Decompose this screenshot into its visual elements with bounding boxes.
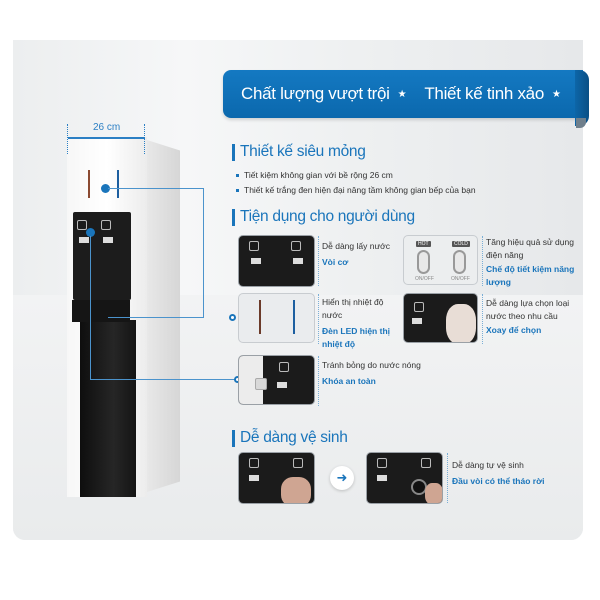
drip-tray	[72, 300, 130, 322]
energy-switch-image: HOT COLD ON/OFF ON/OFF	[403, 235, 478, 285]
slim-bullet-list: Tiết kiệm không gian với bề rộng 26 cm T…	[236, 168, 476, 198]
button-icon	[421, 458, 431, 468]
dispenser-control-panel	[73, 212, 131, 300]
feature-rotate-select: Dễ dàng lựa chọn loại nước theo nhu cầu …	[486, 298, 570, 335]
star-icon: ★	[397, 88, 407, 100]
arrow-right-icon: ➜	[330, 466, 354, 490]
tap-icon	[277, 382, 287, 388]
divider	[318, 356, 319, 406]
hot-button-icon	[249, 241, 259, 251]
lock-button-icon	[279, 362, 289, 372]
feature-safety-lock: Tránh bỏng do nước nóng Khóa an toàn	[322, 360, 421, 386]
rotate-select-image	[403, 293, 478, 343]
dispenser-front-panel	[80, 320, 136, 497]
lock-icon	[255, 378, 267, 390]
banner-item-design: Thiết kế tinh xảo	[424, 84, 544, 103]
section-bar	[232, 429, 235, 447]
width-dimension-arrow	[68, 137, 145, 139]
cold-button-icon	[291, 241, 301, 251]
divider	[482, 294, 483, 344]
button-icon	[249, 458, 259, 468]
star-icon: ★	[551, 88, 561, 100]
hand-icon	[446, 304, 476, 342]
feature-tap: Dễ dàng lấy nước Vòi cơ	[322, 241, 390, 267]
dispenser-side	[147, 140, 180, 492]
tap-icon	[249, 475, 259, 481]
banner-ribbon-curl	[575, 70, 589, 126]
cleaning-before-image	[238, 452, 315, 504]
button-icon	[414, 302, 424, 312]
hand-icon	[425, 483, 442, 503]
banner-ribbon-fold	[576, 118, 586, 128]
hot-toggle-icon	[417, 250, 430, 274]
hot-led-indicator	[88, 170, 90, 198]
divider	[318, 236, 319, 286]
led-callout-node	[229, 314, 236, 321]
feature-led-display: Hiển thị nhiệt độ nước Đèn LED hiện thị …	[322, 297, 390, 349]
cleaning-after-image	[366, 452, 443, 504]
led-indicator-image	[238, 293, 315, 343]
dimension-tick-right	[144, 124, 145, 154]
mechanical-tap-image	[238, 235, 315, 287]
tap-icon	[251, 258, 261, 264]
cold-button-icon	[101, 220, 111, 230]
bullet-item: Tiết kiệm không gian với bề rộng 26 cm	[236, 168, 476, 183]
cold-toggle-icon	[453, 250, 466, 274]
section-bar	[232, 143, 235, 161]
dimension-tick-left	[67, 124, 68, 154]
bullet-item: Thiết kế trắng đen hiện đại nâng tầm khô…	[236, 183, 476, 198]
section-title-cleaning: Dễ dàng vệ sinh	[232, 429, 348, 447]
hot-switch-tag: HOT	[416, 241, 431, 247]
width-label: 26 cm	[93, 122, 121, 133]
button-icon	[377, 458, 387, 468]
section-bar	[232, 208, 235, 226]
hand-icon	[281, 477, 311, 503]
tap-icon	[412, 318, 422, 324]
feature-energy-saving: Tăng hiệu quả sử dụng điện năng Chế độ t…	[486, 237, 575, 287]
section-title-convenience: Tiện dụng cho người dùng	[232, 208, 415, 226]
tap-icon	[377, 475, 387, 481]
hot-button-icon	[77, 220, 87, 230]
section-title-slim: Thiết kế siêu mỏng	[232, 143, 366, 161]
cold-led-indicator	[117, 170, 119, 198]
divider	[482, 236, 483, 286]
hot-led-icon	[259, 300, 261, 334]
hot-tap-icon	[79, 237, 89, 243]
divider	[318, 294, 319, 344]
cold-tap-icon	[103, 237, 113, 243]
led-callout-line	[108, 188, 204, 318]
tap-icon	[293, 258, 303, 264]
cold-led-icon	[293, 300, 295, 334]
safety-lock-image	[238, 355, 315, 405]
feature-easy-cleaning: Dễ dàng tự vệ sinh Đầu vòi có thể tháo r…	[452, 460, 545, 486]
feature-banner: Chất lượng vượt trội ★ Thiết kế tinh xảo…	[223, 70, 583, 118]
banner-item-quality: Chất lượng vượt trội	[241, 84, 390, 103]
button-icon	[293, 458, 303, 468]
lock-callout-line	[90, 236, 238, 380]
lock-callout-dot	[86, 228, 95, 237]
divider	[447, 453, 448, 503]
cold-switch-tag: COLD	[452, 241, 470, 247]
led-callout-dot	[101, 184, 110, 193]
